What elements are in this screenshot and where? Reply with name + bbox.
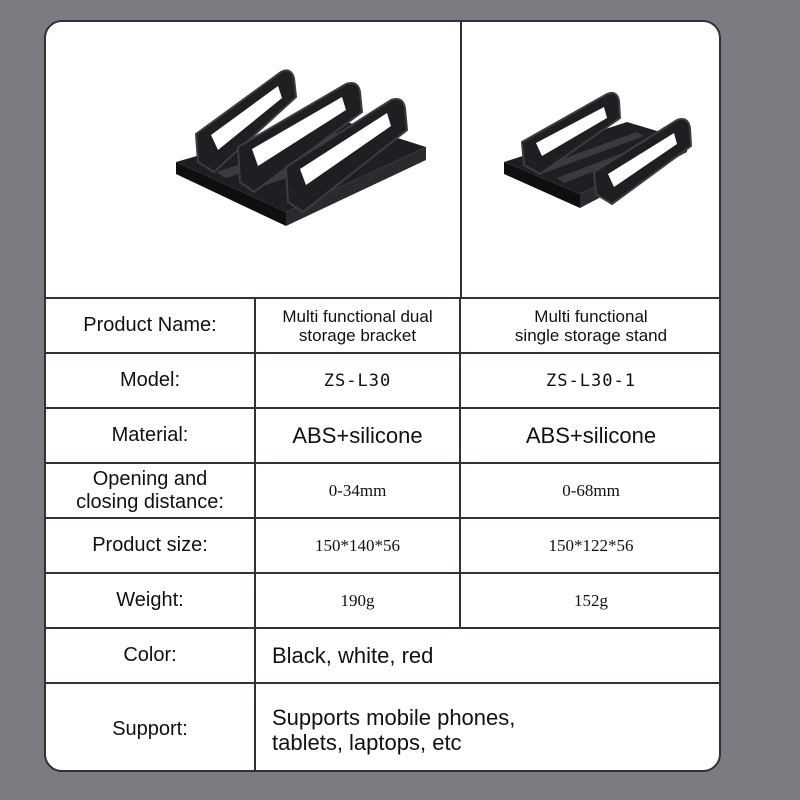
row-label-support: Support: (46, 682, 255, 770)
model-single: ZS-L30-1 (459, 352, 719, 408)
model-dual: ZS-L30 (254, 352, 460, 408)
table-row: Opening and closing distance: 0-34mm 0-6… (46, 462, 719, 518)
distance-dual: 0-34mm (254, 462, 460, 518)
dual-storage-bracket-image (46, 22, 460, 298)
weight-dual: 190g (254, 572, 460, 628)
row-label-model: Model: (46, 352, 255, 408)
table-row: Support: Supports mobile phones, tablets… (46, 682, 719, 770)
product-name-single: Multi functional single storage stand (459, 297, 719, 353)
material-single: ABS+silicone (459, 407, 719, 463)
support-value: Supports mobile phones, tablets, laptops… (254, 682, 719, 770)
spec-card: Product Name: Multi functional dual stor… (44, 20, 721, 772)
row-label-distance: Opening and closing distance: (46, 462, 255, 518)
row-label-size: Product size: (46, 517, 255, 573)
dual-bracket-icon (176, 69, 426, 226)
product-name-dual: Multi functional dual storage bracket (254, 297, 460, 353)
table-row: Weight: 190g 152g (46, 572, 719, 628)
weight-single: 152g (459, 572, 719, 628)
table-row: Product Name: Multi functional dual stor… (46, 297, 719, 353)
color-value: Black, white, red (254, 627, 719, 683)
table-row: Material: ABS+silicone ABS+silicone (46, 407, 719, 463)
table-row: Color: Black, white, red (46, 627, 719, 683)
row-label-weight: Weight: (46, 572, 255, 628)
row-label-product-name: Product Name: (46, 297, 255, 353)
material-dual: ABS+silicone (254, 407, 460, 463)
row-label-material: Material: (46, 407, 255, 463)
size-dual: 150*140*56 (254, 517, 460, 573)
single-storage-stand-image (462, 22, 719, 298)
distance-single: 0-68mm (459, 462, 719, 518)
single-stand-icon (504, 91, 693, 208)
row-label-color: Color: (46, 627, 255, 683)
photo-divider (460, 22, 462, 298)
spec-table: Product Name: Multi functional dual stor… (46, 297, 719, 770)
size-single: 150*122*56 (459, 517, 719, 573)
table-row: Product size: 150*140*56 150*122*56 (46, 517, 719, 573)
table-row: Model: ZS-L30 ZS-L30-1 (46, 352, 719, 408)
